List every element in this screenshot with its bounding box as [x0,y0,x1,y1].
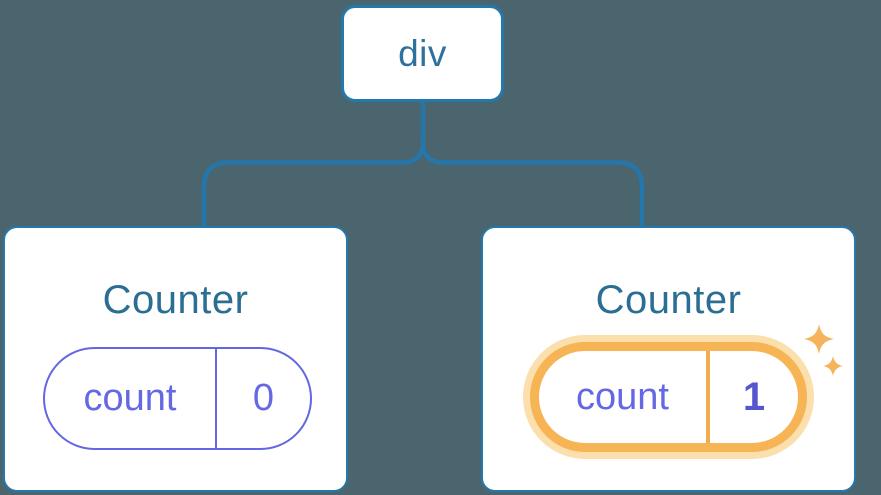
state-key-cell: count [45,349,215,448]
state-pill-highlighted: count 1 [530,342,807,452]
state-key-label: count [83,377,177,419]
state-value-label: 1 [742,374,766,419]
counter-title: Counter [595,278,742,322]
state-value-cell: 1 [706,351,798,443]
state-value-label: 0 [252,377,275,419]
counter-card: Counter count 0 [3,226,348,492]
state-pill: count 0 [43,347,312,450]
counter-title: Counter [102,278,249,322]
state-value-cell: 0 [215,349,310,448]
root-node: div [341,5,504,102]
state-key-cell: count [539,351,706,443]
counter-card: Counter count 1 [481,226,856,492]
root-node-label: div [398,32,447,74]
state-key-label: count [576,375,669,418]
sparkles-icon [804,324,843,376]
